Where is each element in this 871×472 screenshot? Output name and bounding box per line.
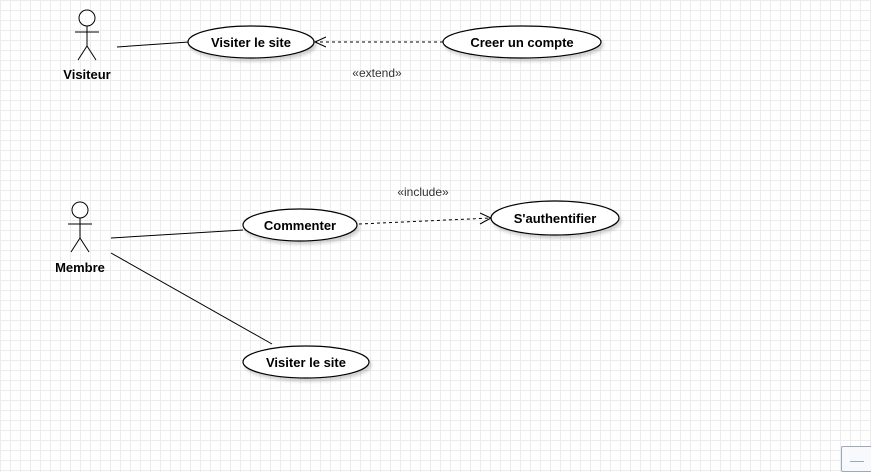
- actor-visiteur[interactable]: Visiteur: [63, 9, 111, 82]
- use-case-label: Visiter le site: [266, 355, 346, 370]
- association-membre-visiter-le-site[interactable]: [110, 252, 273, 345]
- actor-label: Membre: [55, 260, 105, 275]
- use-case-s-authentifier[interactable]: S'authentifier: [490, 200, 620, 236]
- stick-figure-icon: [68, 201, 92, 253]
- actor-membre[interactable]: Membre: [55, 201, 105, 275]
- stick-figure-icon: [75, 9, 99, 61]
- use-case-commenter[interactable]: Commenter: [242, 208, 358, 242]
- association-visiteur-visiter-le-site[interactable]: [116, 41, 190, 48]
- use-case-visiter-le-site[interactable]: Visiter le site: [187, 25, 315, 59]
- actor-label: Visiteur: [63, 67, 110, 82]
- use-case-label: Visiter le site: [211, 35, 291, 50]
- use-case-label: S'authentifier: [514, 211, 597, 226]
- outline-panel[interactable]: [841, 446, 871, 472]
- use-case-creer-un-compte[interactable]: Creer un compte: [442, 25, 602, 59]
- extend-dependency[interactable]: [313, 36, 443, 48]
- use-case-label: Commenter: [264, 218, 336, 233]
- include-dependency[interactable]: [358, 212, 493, 225]
- association-membre-commenter[interactable]: [110, 229, 244, 239]
- extend-stereotype-label: «extend»: [352, 66, 402, 80]
- include-stereotype-label: «include»: [397, 185, 449, 199]
- outline-viewport-indicator: [850, 461, 864, 462]
- use-case-label: Creer un compte: [470, 35, 573, 50]
- use-case-visiter-le-site[interactable]: Visiter le site: [242, 345, 370, 379]
